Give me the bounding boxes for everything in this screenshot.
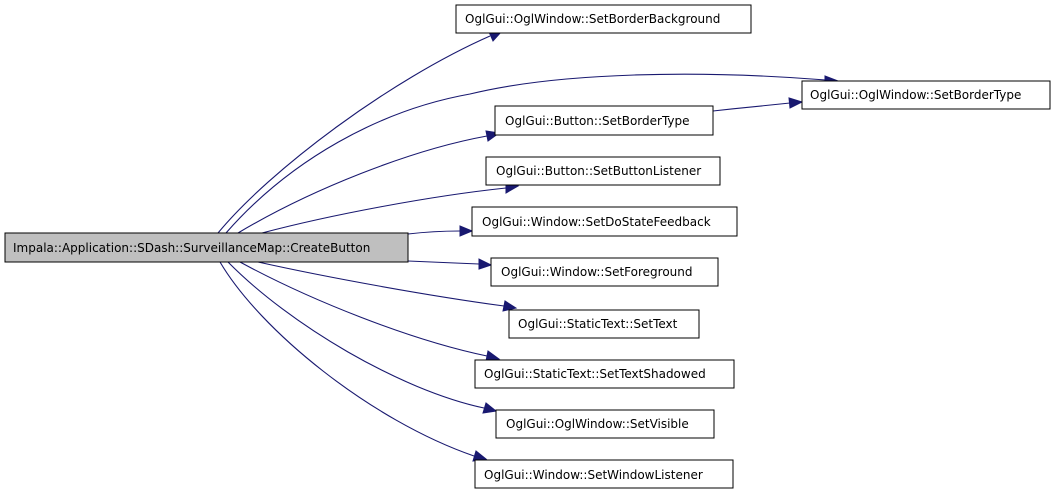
- arrowhead-oglwindow-set-border-type-from-button: [788, 97, 804, 109]
- node-oglwindow-set-border-type[interactable]: OglGui::OglWindow::SetBorderType: [801, 80, 1051, 110]
- node-label-set-do-state-feedback: OglGui::Window::SetDoStateFeedback: [482, 215, 711, 229]
- arrowhead-set-foreground: [478, 258, 493, 270]
- node-set-text-shadowed[interactable]: OglGui::StaticText::SetTextShadowed: [474, 359, 735, 389]
- arrowhead-set-do-state-feedback: [459, 225, 474, 237]
- edge-create-button-to-button-set-border-type: [237, 135, 488, 234]
- edge-create-button-to-oglwindow-set-border-type: [225, 73, 827, 234]
- edge-button-set-border-type-to-oglwindow-set-border-type: [712, 102, 791, 112]
- edge-create-button-to-set-border-background: [217, 35, 491, 234]
- node-label-set-button-listener: OglGui::Button::SetButtonListener: [496, 164, 701, 178]
- node-set-text[interactable]: OglGui::StaticText::SetText: [508, 309, 700, 339]
- node-button-set-border-type[interactable]: OglGui::Button::SetBorderType: [494, 105, 714, 136]
- edge-create-button-to-set-foreground: [407, 260, 480, 265]
- node-set-visible[interactable]: OglGui::OglWindow::SetVisible: [495, 409, 715, 439]
- node-label-set-foreground: OglGui::Window::SetForeground: [501, 265, 693, 279]
- edge-create-button-to-set-text: [257, 261, 505, 307]
- node-create-button[interactable]: Impala::Application::SDash::Surveillance…: [4, 232, 409, 263]
- node-set-window-listener[interactable]: OglGui::Window::SetWindowListener: [474, 459, 734, 489]
- node-label-set-window-listener: OglGui::Window::SetWindowListener: [484, 468, 703, 482]
- node-set-foreground[interactable]: OglGui::Window::SetForeground: [490, 257, 719, 287]
- edge-create-button-to-set-text-shadowed: [239, 261, 488, 357]
- edge-create-button-to-set-visible: [227, 261, 485, 409]
- edge-create-button-to-set-window-listener: [219, 261, 475, 457]
- node-label-set-text-shadowed: OglGui::StaticText::SetTextShadowed: [484, 367, 706, 381]
- node-label-set-border-background: OglGui::OglWindow::SetBorderBackground: [465, 12, 720, 26]
- node-label-oglwindow-set-border-type: OglGui::OglWindow::SetBorderType: [810, 88, 1021, 102]
- node-label-set-text: OglGui::StaticText::SetText: [518, 317, 678, 331]
- node-set-button-listener[interactable]: OglGui::Button::SetButtonListener: [485, 156, 721, 186]
- node-label-set-visible: OglGui::OglWindow::SetVisible: [506, 417, 689, 431]
- node-set-do-state-feedback[interactable]: OglGui::Window::SetDoStateFeedback: [471, 206, 738, 237]
- node-set-border-background[interactable]: OglGui::OglWindow::SetBorderBackground: [455, 4, 752, 34]
- edge-create-button-to-set-button-listener: [261, 187, 507, 234]
- edge-create-button-to-set-do-state-feedback: [407, 230, 461, 235]
- node-label-button-set-border-type: OglGui::Button::SetBorderType: [505, 114, 690, 128]
- node-label-create-button: Impala::Application::SDash::Surveillance…: [13, 241, 370, 255]
- arrowhead-set-visible: [482, 402, 498, 414]
